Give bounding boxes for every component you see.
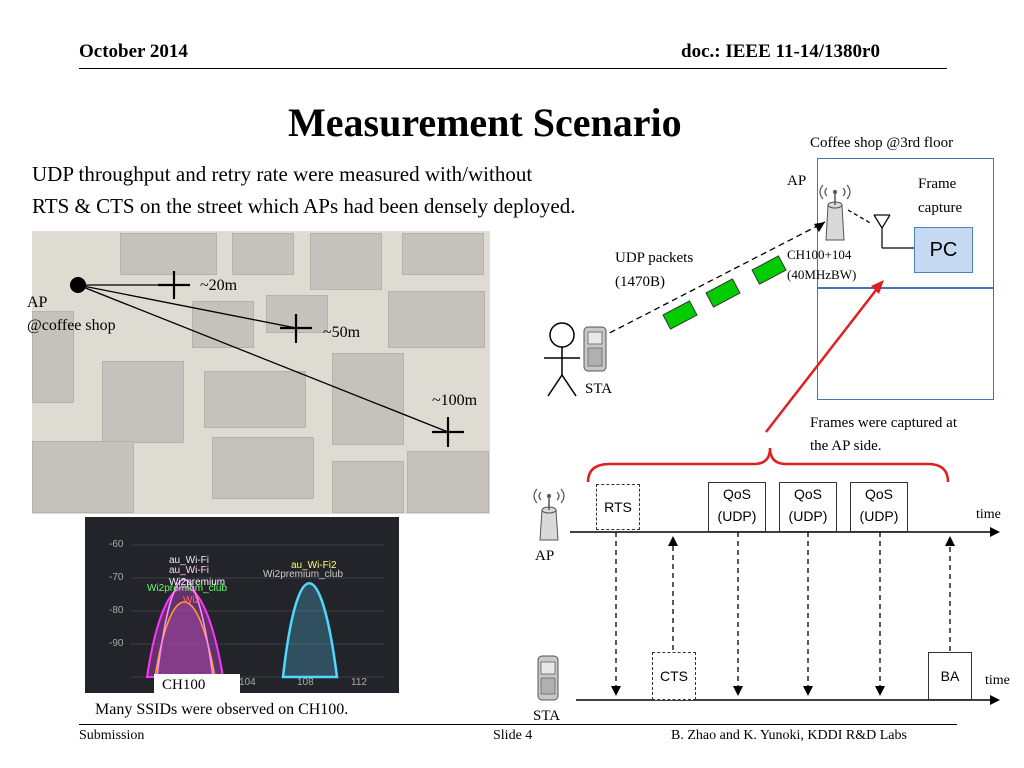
ba-frame: BA [928, 652, 972, 700]
ssid-label: au_Wi-Fi2 [291, 560, 337, 571]
coffee-shop-floor-line [817, 287, 994, 289]
map-point-20m: ~20m [200, 277, 238, 294]
qos-label: QoS [864, 486, 893, 502]
frame-capture-line-2: capture [918, 200, 963, 216]
ssid-label: Wi2premium_club [263, 569, 344, 580]
intro-line-2: RTS & CTS on the street which APs had be… [32, 194, 576, 218]
capture-brace [586, 447, 950, 483]
ba-label: BA [940, 668, 960, 684]
topology-sta-label: STA [585, 381, 613, 397]
ssid-label: Wi2 [183, 595, 201, 606]
ssid-label: au_Wi-Fi [169, 555, 210, 566]
sequence-sta-phone-icon [537, 655, 559, 701]
channel-line-2: (40MHzBW) [787, 267, 857, 282]
pc-box: PC [914, 227, 973, 273]
intro-line-1: UDP throughput and retry rate were measu… [32, 162, 533, 186]
qos-frame-1: QoS (UDP) [708, 482, 766, 532]
coffee-shop-label: Coffee shop @3rd floor [810, 135, 954, 151]
spectrum-caption: Many SSIDs were observed on CH100. [95, 701, 349, 718]
ssid-label: Wi2premium [169, 577, 226, 588]
ch100-label: CH100 [154, 674, 240, 698]
coffee-shop-box [817, 158, 994, 400]
capture-antenna-icon [873, 214, 914, 249]
spectrum-ytick: -90 [109, 638, 124, 649]
map-overlay [70, 271, 464, 447]
spectrum-ytick: -70 [109, 572, 124, 583]
cts-label: CTS [660, 668, 688, 684]
udp-packets-line-1: UDP packets [615, 250, 694, 266]
pc-label: PC [929, 239, 958, 261]
ssid-label: Wi2premium_club [147, 583, 228, 594]
captured-note-line-2: the AP side. [810, 438, 882, 454]
map-point-100m: ~100m [432, 392, 478, 409]
sequence-sta-label: STA [533, 708, 561, 724]
topology-ap-label: AP [787, 173, 807, 189]
qos-frame-3: QoS (UDP) [850, 482, 908, 532]
spectrum-screenshot: -60 -70 -80 -90 au_Wi-Fi au_Wi-Fi Wi2pre… [85, 517, 399, 693]
footer-authors: B. Zhao and K. Yunoki, KDDI R&D Labs [671, 728, 907, 743]
frame-capture-line-1: Frame [918, 176, 957, 192]
qos-sub-label: (UDP) [788, 508, 828, 524]
footer-slide-number: Slide 4 [493, 728, 533, 743]
spectrum-ytick: -80 [109, 605, 124, 616]
rts-frame: RTS [596, 484, 640, 530]
header-date: October 2014 [79, 41, 188, 62]
person-icon [544, 322, 580, 397]
spectrum-xtick: 108 [297, 677, 314, 688]
footer-submission: Submission [79, 728, 145, 743]
header-doc-id: doc.: IEEE 11-14/1380r0 [681, 41, 880, 62]
qos-frame-2: QoS (UDP) [779, 482, 837, 532]
phone-icon [583, 326, 607, 372]
map-ap-location: @coffee shop [27, 317, 116, 334]
udp-packets-line-2: (1470B) [615, 274, 665, 290]
time-axis-bottom-label: time [985, 673, 1010, 688]
header-rule [79, 68, 947, 69]
ap-antenna-icon [819, 184, 851, 241]
sequence-diagram [533, 447, 1000, 705]
qos-label: QoS [793, 486, 822, 502]
time-axis-top-label: time [976, 507, 1001, 522]
map-ap-label: AP [27, 294, 48, 311]
topology-graphics [544, 184, 914, 433]
ssid-label: au_Wi-Fi [169, 565, 210, 576]
footer-rule [79, 724, 957, 725]
street-map [32, 231, 490, 514]
map-point-50m: ~50m [323, 324, 361, 341]
spectrum-ytick: -60 [109, 539, 124, 550]
spectrum-xtick: 112 [351, 677, 367, 688]
channel-line-1: CH100+104 [787, 247, 852, 262]
captured-note-line-1: Frames were captured at [810, 415, 958, 431]
slide-title: Measurement Scenario [288, 100, 682, 145]
udp-packet-icons [662, 255, 787, 330]
qos-sub-label: (UDP) [859, 508, 899, 524]
qos-label: QoS [722, 486, 751, 502]
sequence-ap-icon [533, 488, 565, 541]
rts-label: RTS [604, 499, 632, 515]
cts-frame: CTS [652, 652, 696, 700]
spectrum-xtick: 104 [239, 677, 256, 688]
qos-sub-label: (UDP) [717, 508, 757, 524]
sequence-ap-label: AP [535, 548, 555, 564]
